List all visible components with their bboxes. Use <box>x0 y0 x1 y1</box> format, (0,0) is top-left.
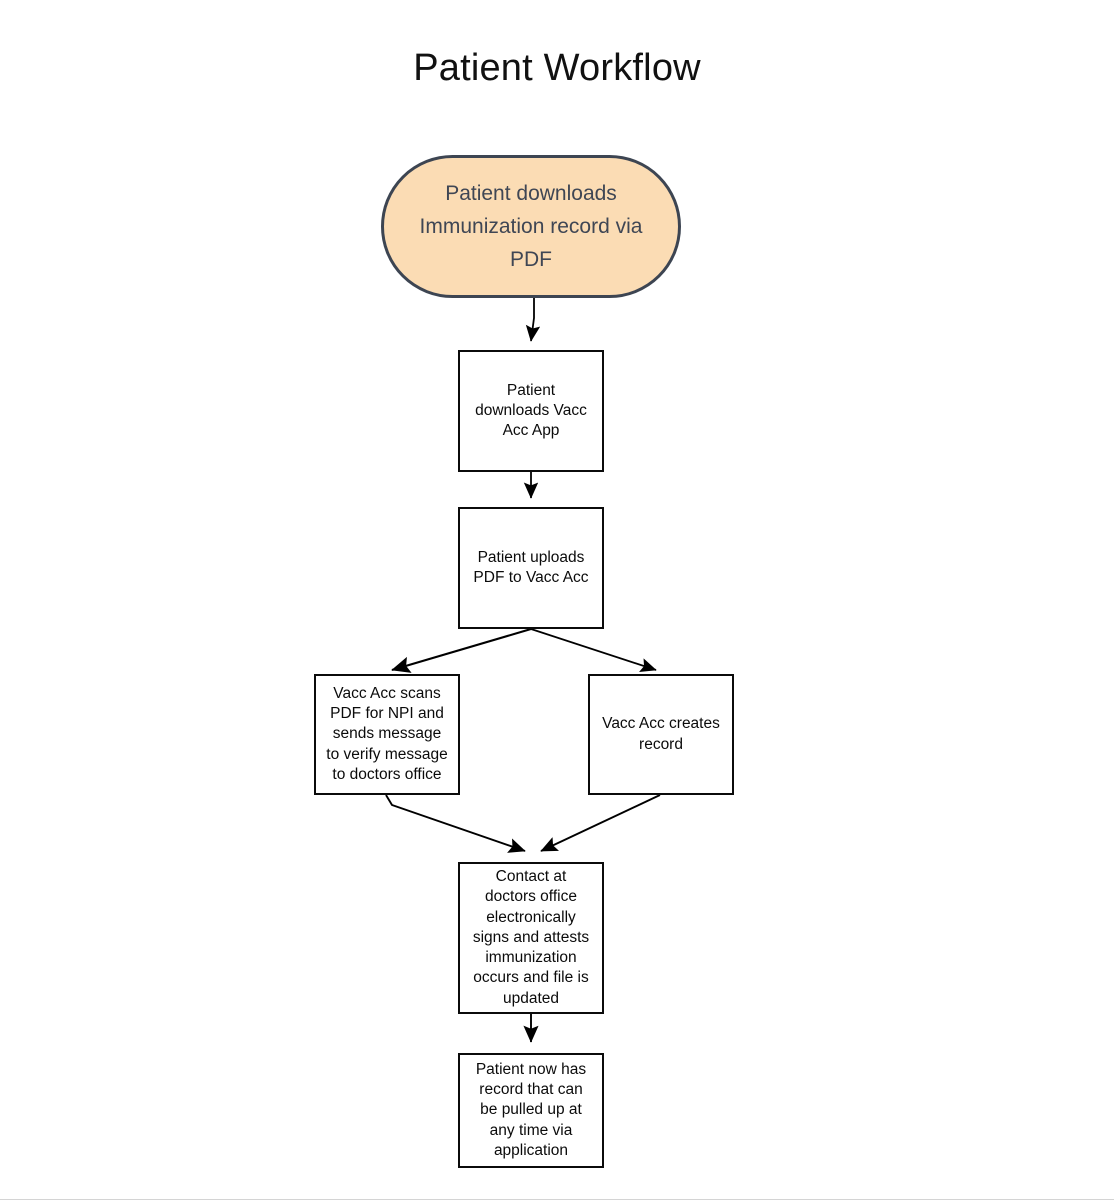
node-download-app-label: Patient downloads Vacc Acc App <box>475 381 587 440</box>
node-start-label: Patient downloads Immunization record vi… <box>419 182 643 271</box>
edge-upload-pdf-to-creates-record <box>530 628 657 673</box>
node-scan-npi-label: Vacc Acc scans PDF for NPI and sends mes… <box>326 684 448 783</box>
edge-scan-npi-to-attest <box>385 794 526 853</box>
node-download-app[interactable]: Patient downloads Vacc Acc App <box>458 350 604 472</box>
page-title: Patient Workflow <box>413 47 701 89</box>
node-attest-label: Contact at doctors office electronically… <box>472 867 590 1007</box>
node-creates-record-label: Vacc Acc creates record <box>602 715 720 753</box>
edge-upload-pdf-to-scan-npi <box>391 627 532 673</box>
node-record-available[interactable]: Patient now has record that can be pulle… <box>458 1053 604 1168</box>
node-creates-record[interactable]: Vacc Acc creates record <box>588 674 734 795</box>
node-attest[interactable]: Contact at doctors office electronically… <box>458 862 604 1014</box>
edge-creates-record-to-attest <box>540 794 661 852</box>
node-scan-npi[interactable]: Vacc Acc scans PDF for NPI and sends mes… <box>314 674 460 795</box>
edge-start-to-download-app <box>525 297 541 342</box>
node-upload-pdf-label: Patient uploads PDF to Vacc Acc <box>473 548 589 586</box>
node-record-available-label: Patient now has record that can be pulle… <box>475 1060 587 1159</box>
node-start[interactable]: Patient downloads Immunization record vi… <box>381 155 681 298</box>
node-upload-pdf[interactable]: Patient uploads PDF to Vacc Acc <box>458 507 604 629</box>
